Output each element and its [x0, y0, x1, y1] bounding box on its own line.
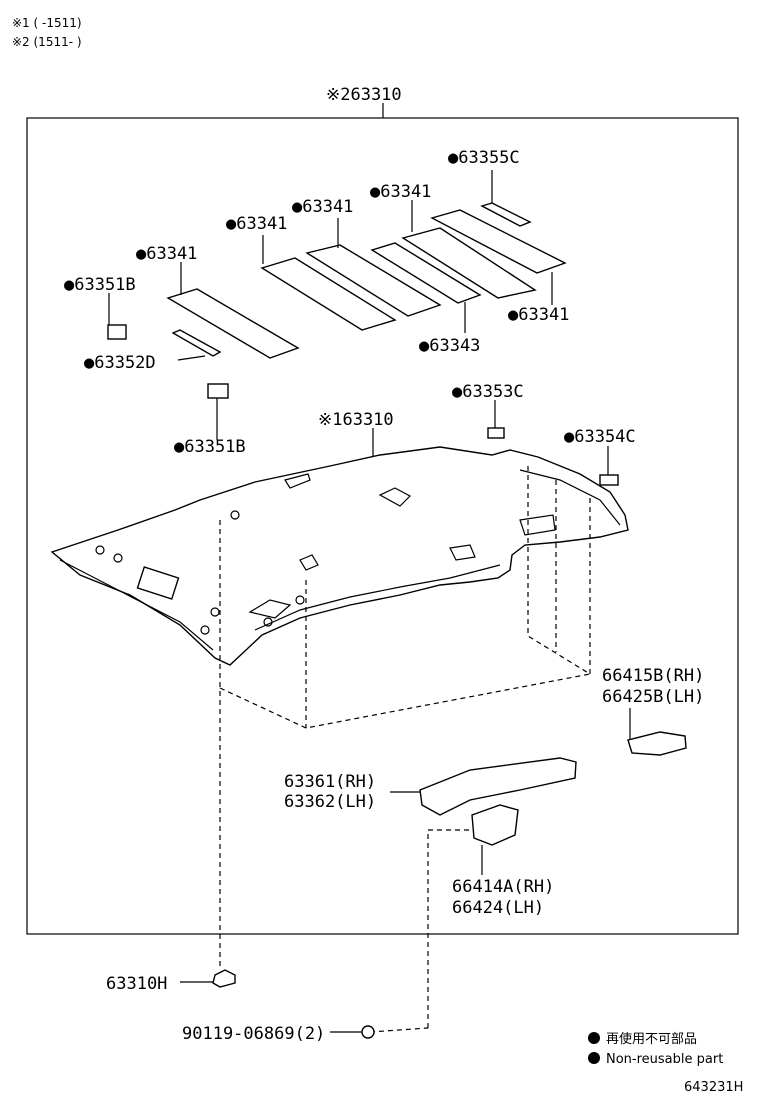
label-90119: 90119-06869(2): [182, 1024, 325, 1044]
label-63362: 63362(LH): [284, 792, 376, 812]
label-63310H: 63310H: [106, 974, 167, 994]
pad-63341-b: [260, 257, 397, 331]
pad-63341-a: [166, 288, 300, 359]
clip-90119: [361, 1025, 375, 1039]
diagram-id: 643231H: [684, 1080, 743, 1095]
label-63354C: ●63354C: [564, 427, 636, 447]
headliner-panel: [50, 446, 629, 666]
label-63341-c: ●63341: [226, 214, 287, 234]
pad-63343: [370, 242, 482, 304]
label-63353C: ●63353C: [452, 382, 524, 402]
clip-63310H: [212, 969, 236, 988]
label-63355C: ●63355C: [448, 148, 520, 168]
part-66414A: [471, 804, 519, 846]
part-63361: [419, 757, 577, 816]
label-63341-e: ●63341: [508, 305, 569, 325]
legend-line-1: 再使用不可部品: [606, 1031, 697, 1047]
upper-leaders: [108, 170, 609, 475]
dashed-leaders: [219, 466, 591, 1033]
legend-bullet-2: [588, 1052, 600, 1064]
pad-63352D: [171, 329, 222, 357]
legend-line-2: Non-reusable part: [606, 1052, 723, 1067]
label-63341-b: ●63341: [292, 197, 353, 217]
pad-63341-c: [305, 244, 442, 317]
pad-63355C: [480, 202, 532, 227]
pad-63351B-a: [107, 324, 127, 340]
label-63351B-b: ●63351B: [174, 437, 246, 457]
legend-bullet-1: [588, 1032, 600, 1044]
label-66424: 66424(LH): [452, 898, 544, 918]
note-2: ※2 (1511- ): [12, 35, 82, 49]
label-66415B: 66415B(RH): [602, 666, 704, 686]
label-63310-mid: ※163310: [318, 410, 394, 430]
label-63341-d: ●63341: [136, 244, 197, 264]
label-63361: 63361(RH): [284, 772, 376, 792]
label-66425B: 66425B(LH): [602, 687, 704, 707]
label-66414A: 66414A(RH): [452, 877, 554, 897]
part-66415B: [627, 731, 687, 756]
label-63343: ●63343: [419, 336, 480, 356]
pad-63354C: [599, 474, 619, 486]
pad-63341-d: [401, 227, 537, 299]
pad-63351B-b: [207, 383, 229, 399]
note-1: ※1 ( -1511): [12, 16, 82, 30]
label-63310-top: ※263310: [326, 85, 402, 105]
pad-63341-e: [430, 209, 567, 274]
lower-parts: [180, 708, 687, 1039]
label-63351B-a: ●63351B: [64, 275, 136, 295]
pad-63353C: [487, 427, 505, 439]
label-63352D: ●63352D: [84, 353, 156, 373]
pad-group: [107, 202, 619, 486]
label-63341-a: ●63341: [370, 182, 431, 202]
